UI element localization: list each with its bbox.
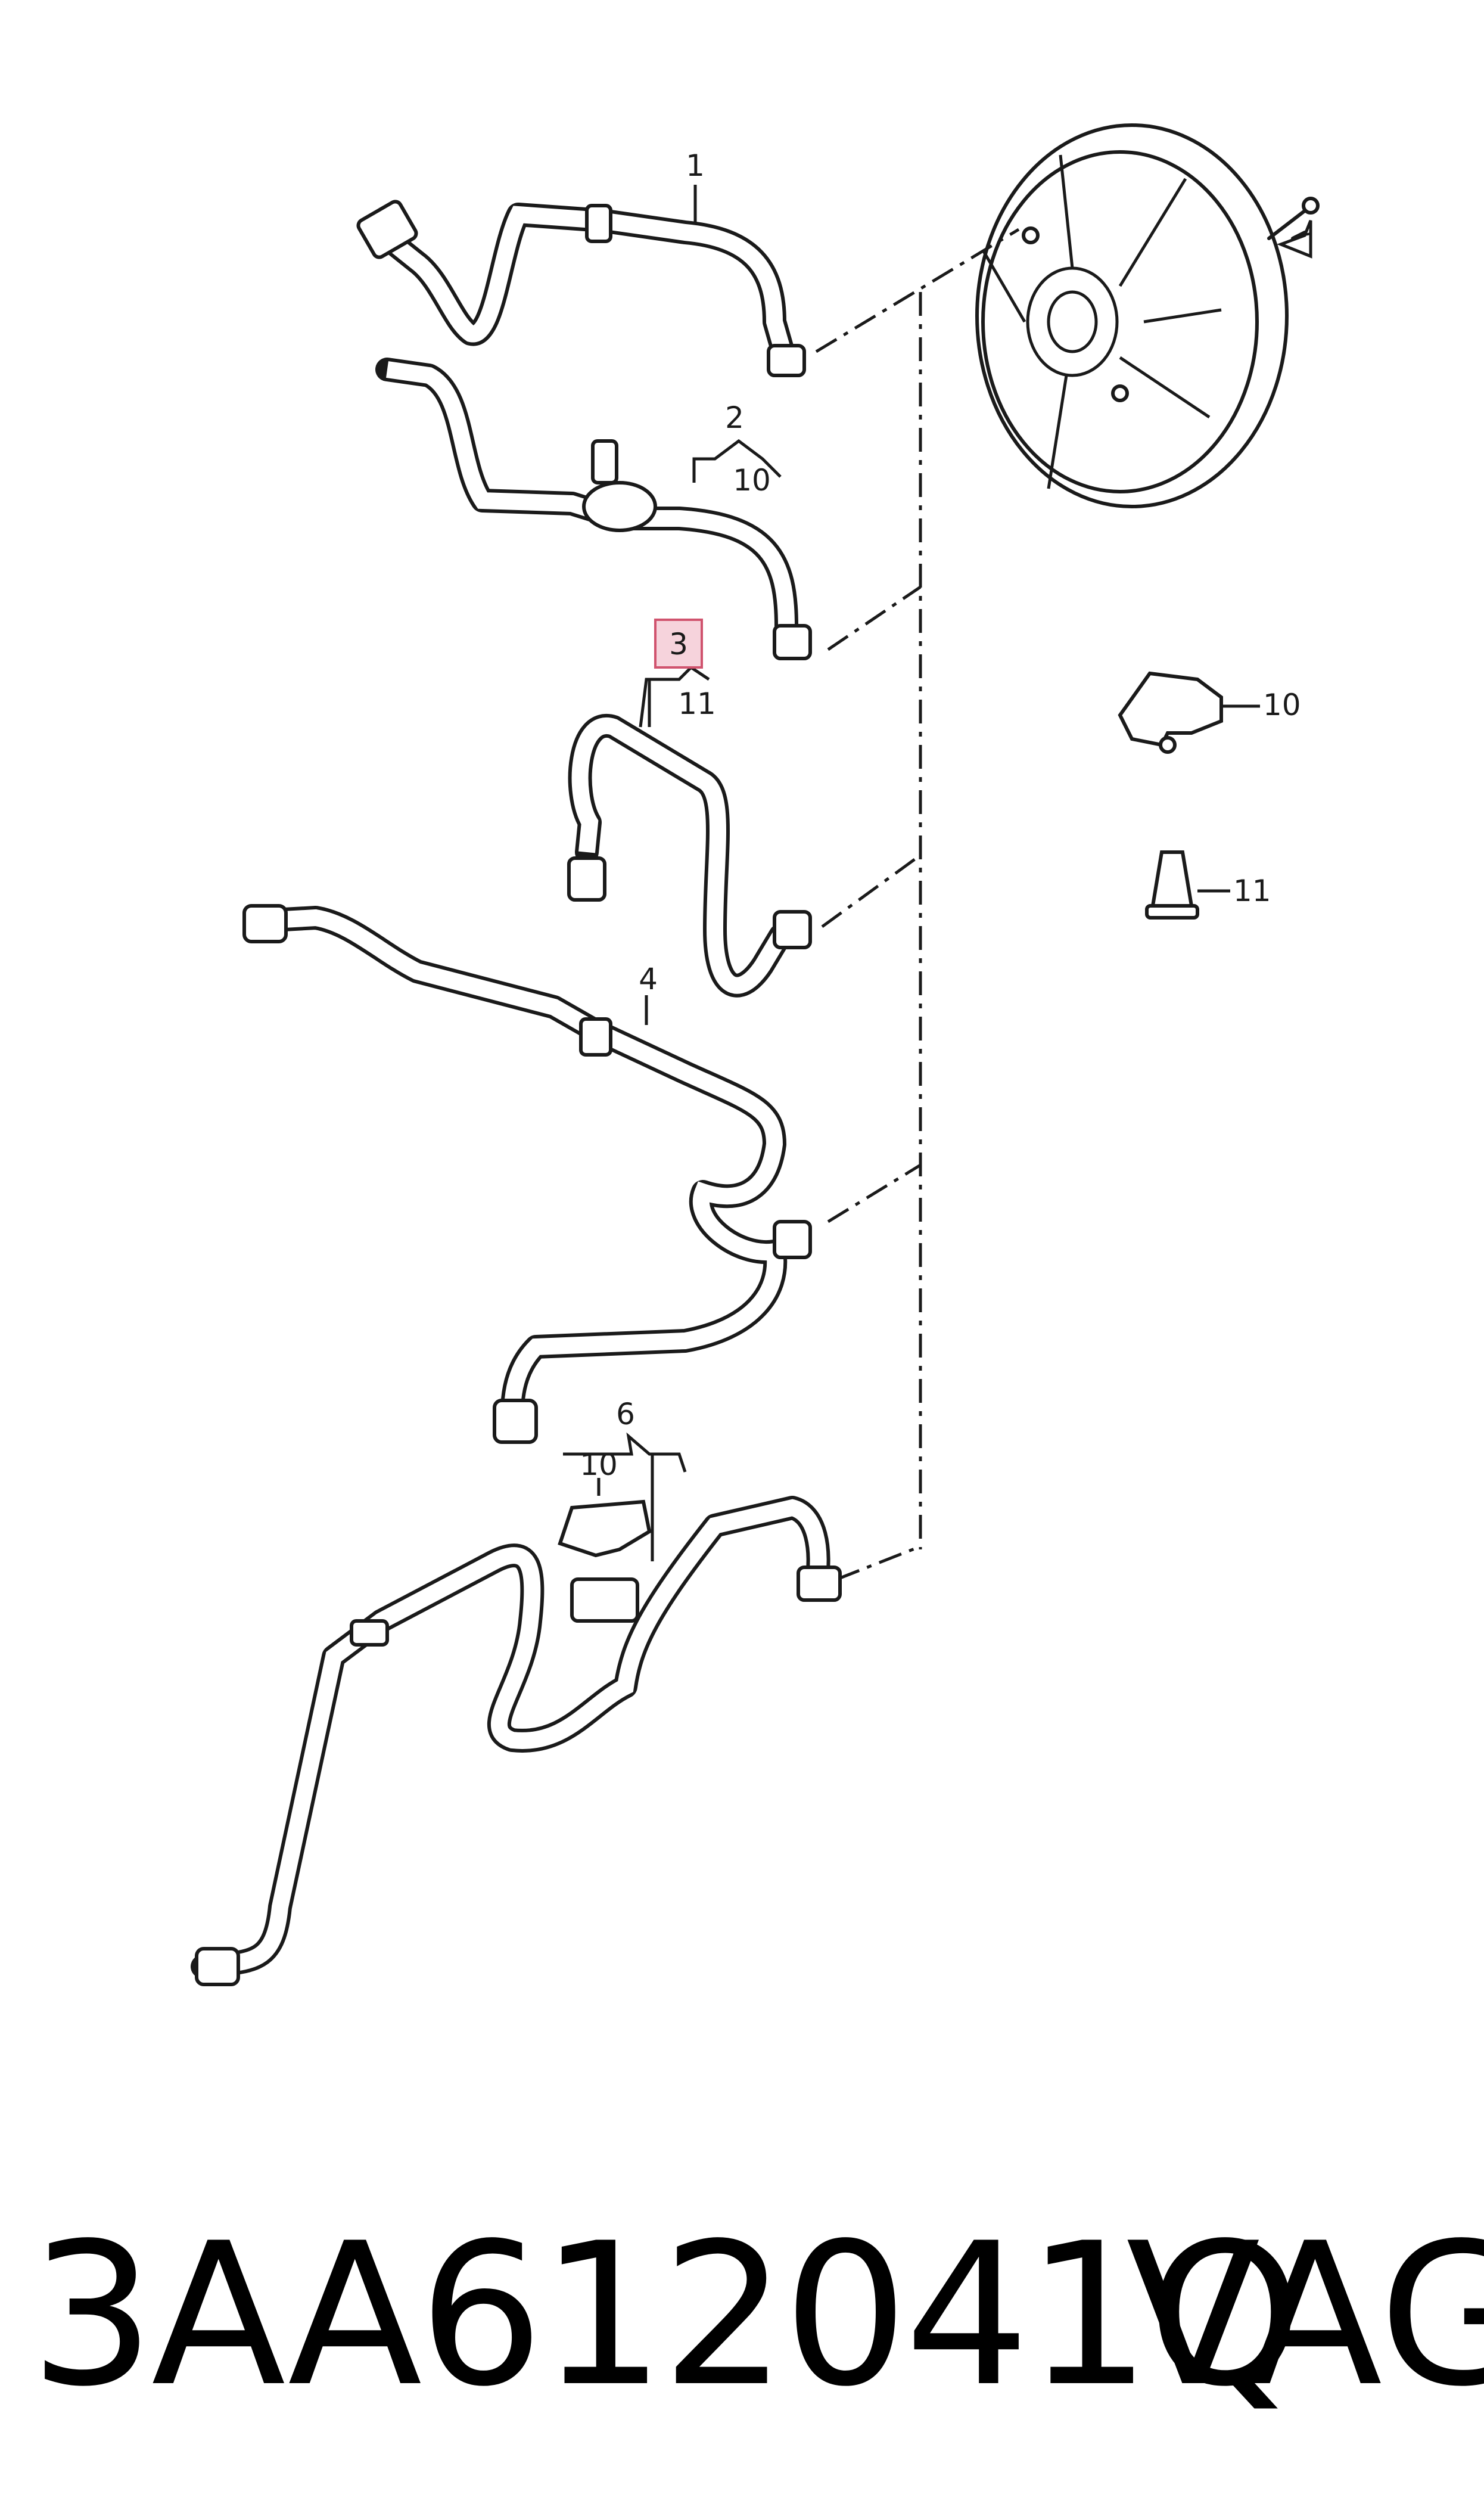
hose-1 [356, 200, 806, 377]
callout-4: 4 [639, 962, 658, 996]
part-number: 3AA612041Q [30, 2201, 1302, 2430]
callout-10: 10 [1263, 688, 1301, 722]
callout-6-sub: 10 [580, 1448, 618, 1482]
callout-6: 6 [616, 1397, 635, 1431]
callout-2: 2 [725, 400, 744, 435]
brake-booster [975, 123, 1320, 508]
footer: 3AA612041Q VAG [0, 2217, 1484, 2467]
callout-3-highlight [654, 619, 703, 669]
sensor-10 [1118, 671, 1223, 754]
hose-4 [242, 904, 812, 1444]
callout-2-sub: 10 [733, 463, 771, 498]
reference-lines [815, 228, 1020, 1581]
hose-6 [191, 1496, 842, 1986]
hose-2 [375, 358, 812, 660]
parts-diagram: 1 2 10 3 11 4 6 10 10 11 [191, 123, 1320, 1986]
sensor-10-lower [558, 1499, 652, 1558]
callout-1: 1 [686, 148, 705, 183]
leader-lines [563, 185, 1260, 1561]
callout-3-sub: 11 [678, 687, 716, 721]
callout-3: 3 [669, 627, 688, 661]
callout-11: 11 [1233, 874, 1271, 908]
hose-3 [567, 714, 812, 998]
cap-11 [1145, 850, 1199, 920]
brand-label: VAG [1126, 2201, 1484, 2430]
